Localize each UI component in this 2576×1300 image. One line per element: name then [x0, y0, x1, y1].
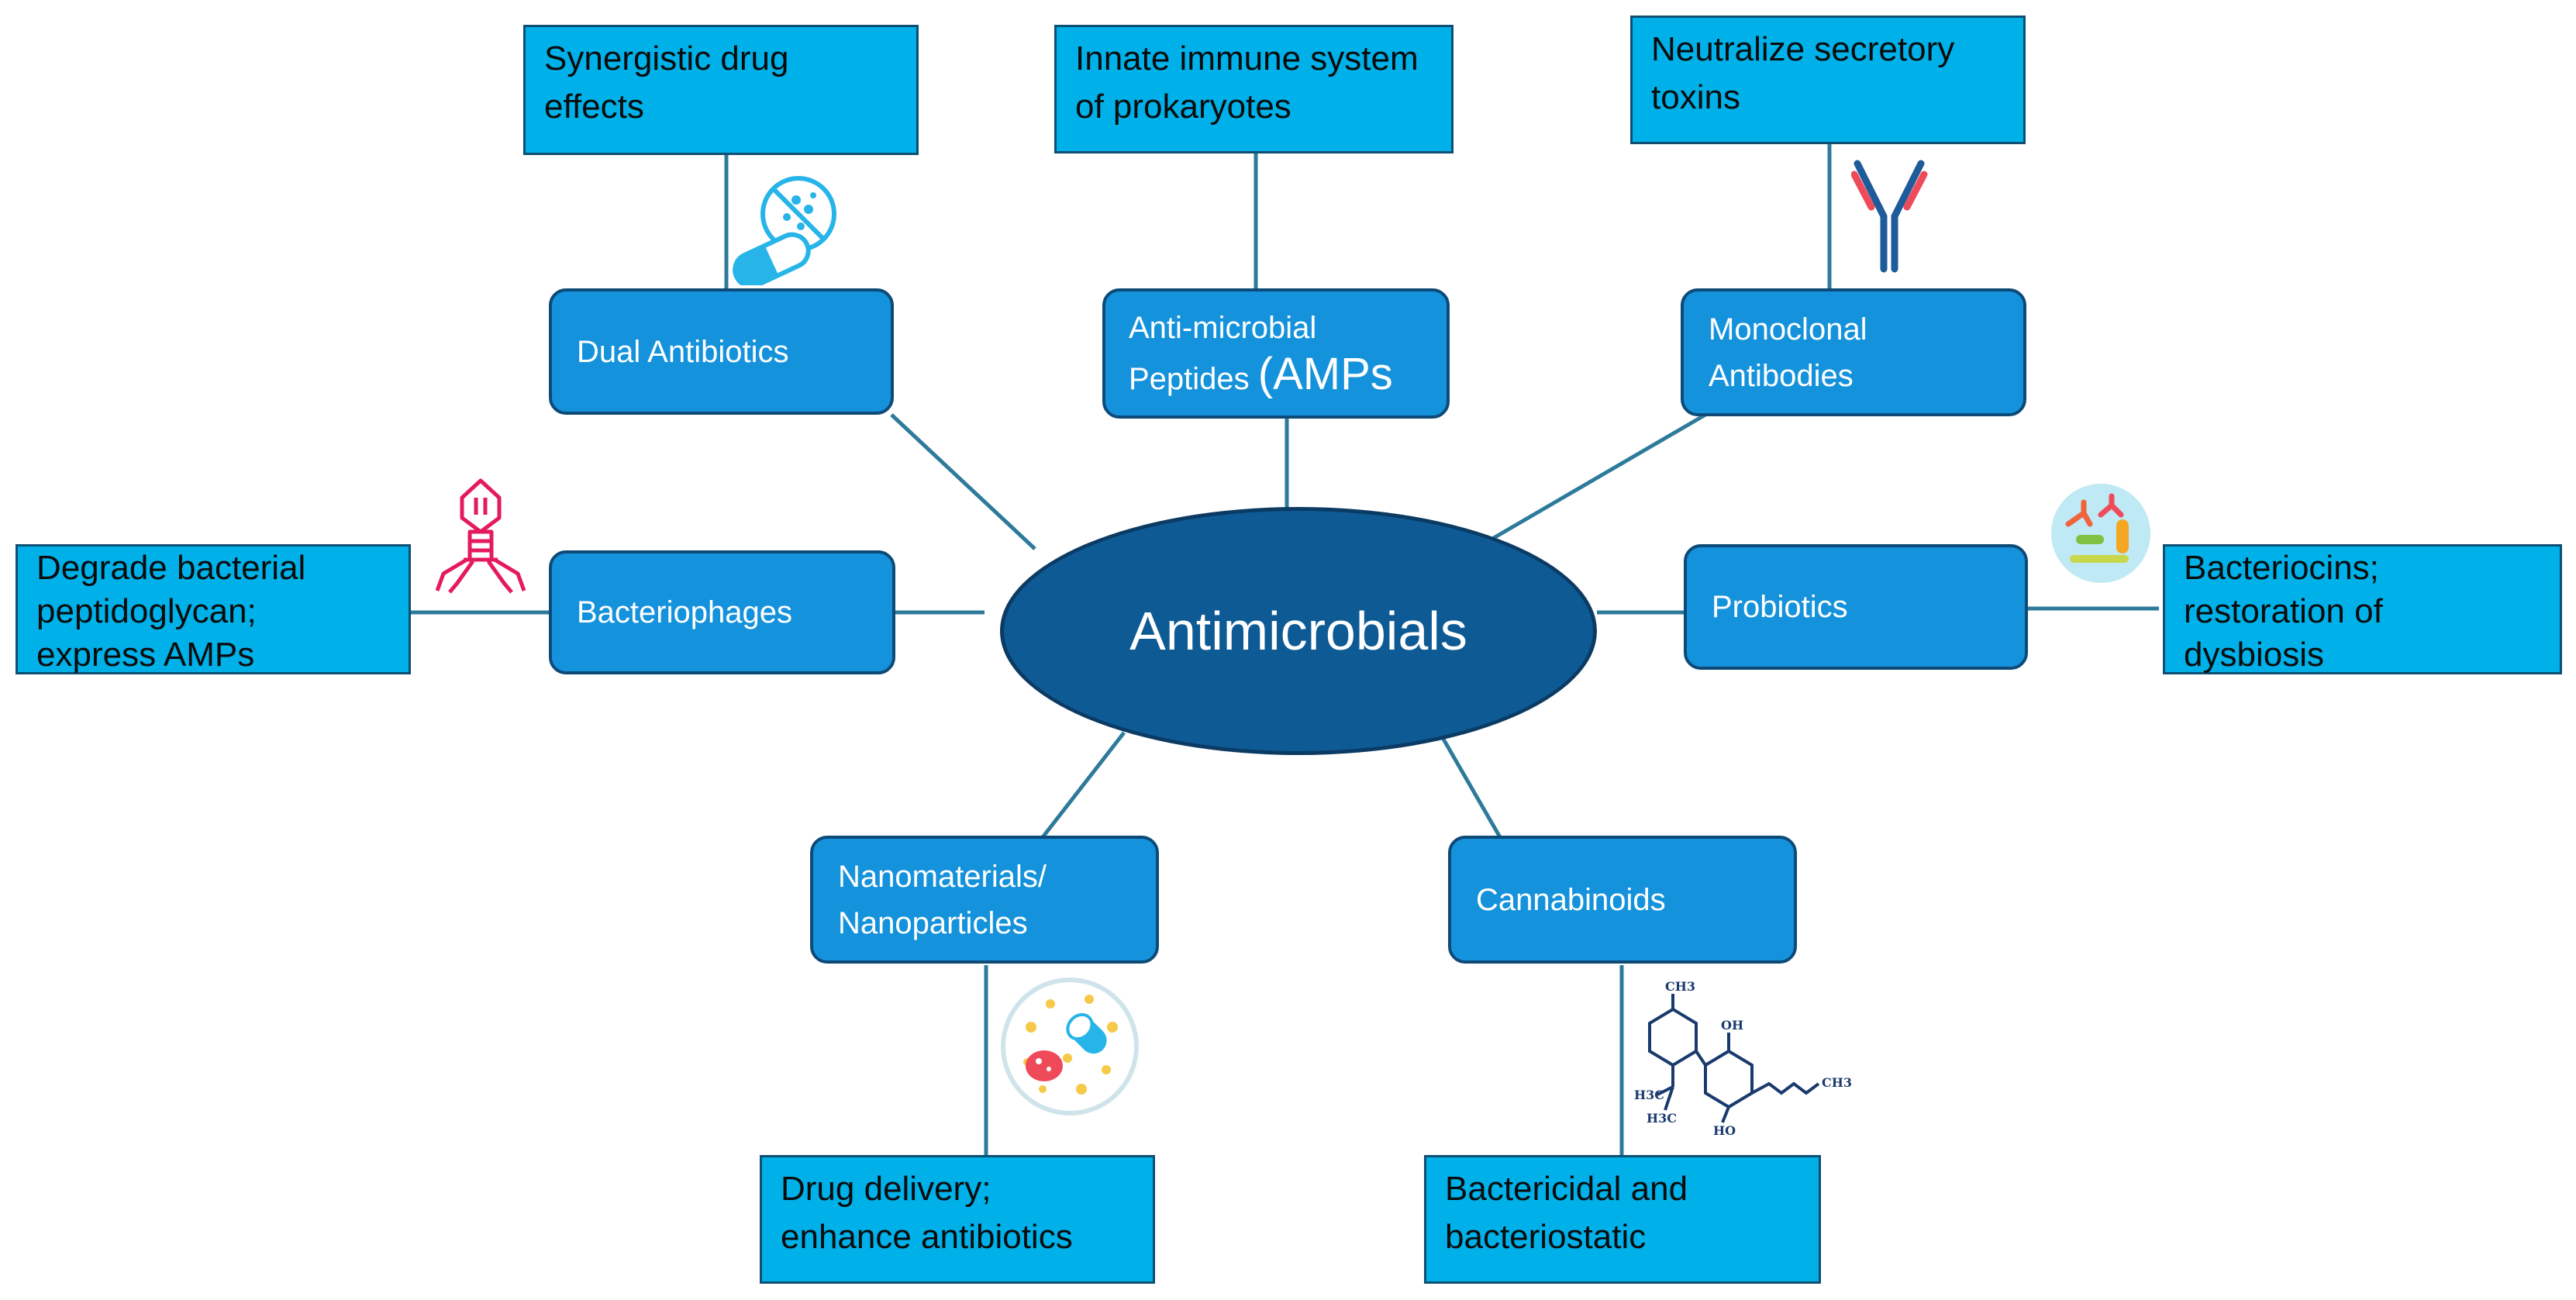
mol-label-oh: OH [1721, 1018, 1743, 1033]
nanomaterials-label-line-2: Nanoparticles [838, 905, 1028, 940]
synergistic-line-1: Synergistic drug [544, 40, 789, 78]
connector-hub-monoclonal [1491, 412, 1707, 541]
mol-label-h3c-2: H3C [1647, 1111, 1677, 1126]
cannabinoids-label: Cannabinoids [1476, 882, 1666, 917]
probiotic-bacteria-icon [2051, 484, 2150, 583]
antimicrobials-hub: Antimicrobials [1000, 507, 1597, 755]
bactericidal-line-2: bacteriostatic [1445, 1218, 1647, 1256]
neutralize-line-1: Neutralize secretory [1651, 30, 1955, 68]
monoclonal-label-line-1: Monoclonal [1709, 312, 1867, 347]
amps-node: Anti-microbial Peptides (AMPs [1102, 288, 1450, 419]
innate-line-2: of prokaryotes [1075, 88, 1291, 126]
hub-label: Antimicrobials [1129, 601, 1467, 661]
synergistic-line-2: effects [544, 88, 644, 126]
amps-label-abbrev: (AMPs [1257, 349, 1393, 399]
dual-antibiotics-label: Dual Antibiotics [577, 334, 789, 369]
neutralize-line-2: toxins [1651, 78, 1740, 116]
connector-hub-nano [1041, 731, 1126, 839]
connector-hub-dual [890, 413, 1036, 550]
nanoparticle-capsule-icon [1001, 978, 1139, 1116]
bactericidal-line-1: Bactericidal and [1445, 1170, 1688, 1208]
probiotics-label: Probiotics [1712, 590, 1848, 624]
degrade-line-2: peptidoglycan; [36, 592, 257, 630]
amps-label-peptides: Peptides [1129, 362, 1258, 396]
dual-antibiotics-node: Dual Antibiotics [549, 288, 894, 415]
bacteriophages-node: Bacteriophages [549, 550, 895, 674]
bacteriophage-icon [435, 478, 526, 594]
monoclonal-label-line-2: Antibodies [1709, 358, 1854, 393]
antibody-icon [1851, 160, 1928, 273]
innate-immune-box: Innate immune system of prokaryotes [1054, 25, 1454, 153]
bacteriocins-line-2: restoration of [2184, 592, 2383, 630]
bacteriocins-line-1: Bacteriocins; [2184, 549, 2379, 587]
mol-label-h3c-1: H3C [1634, 1088, 1664, 1102]
nanomaterials-node: Nanomaterials/ Nanoparticles [810, 836, 1159, 964]
mol-label-ho: HO [1713, 1123, 1736, 1138]
monoclonal-antibodies-node: Monoclonal Antibodies [1681, 288, 2026, 416]
cannabinoid-molecule-icon: CH3 OH H3C H3C HO CH3 [1634, 979, 1852, 1138]
cannabinoids-node: Cannabinoids [1448, 836, 1797, 964]
bacteriocins-box: Bacteriocins; restoration of dysbiosis [2163, 544, 2562, 674]
drug-delivery-line-1: Drug delivery; [781, 1170, 991, 1208]
degrade-line-1: Degrade bacterial [36, 549, 306, 587]
drug-delivery-line-2: enhance antibiotics [781, 1218, 1073, 1256]
bacteriocins-line-3: dysbiosis [2184, 636, 2324, 674]
degrade-peptidoglycan-box: Degrade bacterial peptidoglycan; express… [16, 544, 411, 674]
connector-hub-cannabinoids [1440, 735, 1502, 839]
amps-label-line-2: Peptides (AMPs [1129, 351, 1447, 402]
neutralize-toxins-box: Neutralize secretory toxins [1630, 16, 2026, 144]
mol-label-ch3-top: CH3 [1665, 979, 1695, 994]
probiotics-node: Probiotics [1684, 544, 2028, 670]
degrade-line-3: express AMPs [36, 636, 255, 674]
drug-capsule-icon [733, 176, 836, 285]
synergistic-effects-box: Synergistic drug effects [523, 25, 919, 155]
bacteriophages-label: Bacteriophages [577, 595, 792, 629]
amps-label-line-1: Anti-microbial [1129, 311, 1317, 345]
mol-label-ch3-chain: CH3 [1822, 1075, 1852, 1090]
bactericidal-box: Bactericidal and bacteriostatic [1424, 1155, 1821, 1284]
drug-delivery-box: Drug delivery; enhance antibiotics [760, 1155, 1155, 1284]
nanomaterials-label-line-1: Nanomaterials/ [838, 859, 1047, 894]
innate-line-1: Innate immune system [1075, 40, 1419, 78]
